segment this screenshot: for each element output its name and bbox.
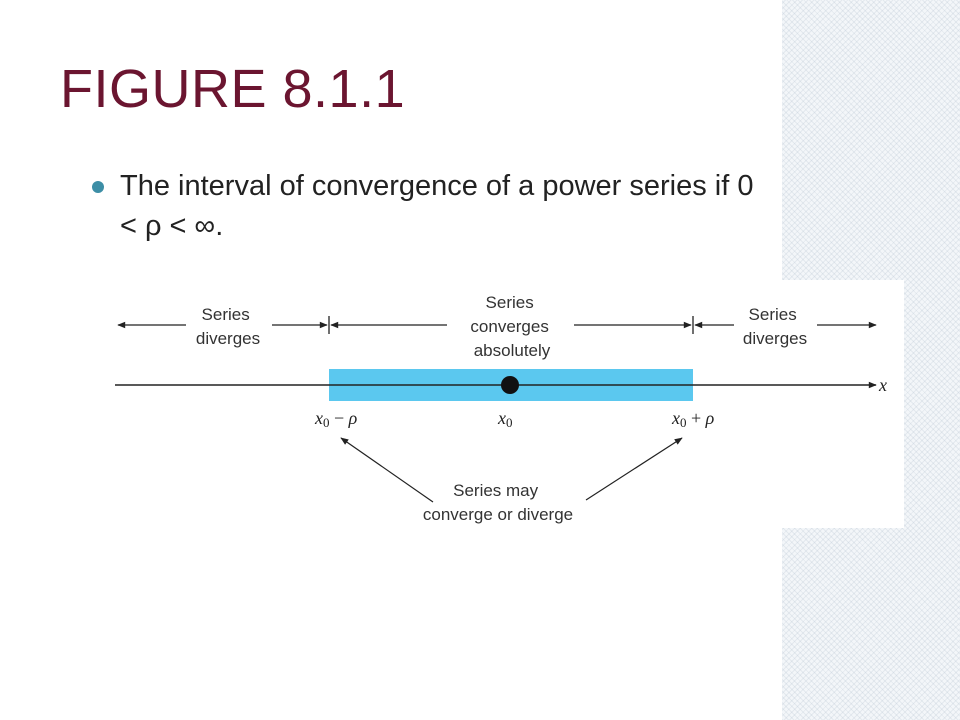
right-endpoint-label: x0 + ρ [671, 408, 715, 430]
endpoint-note-label: Series may converge or diverge [423, 481, 573, 524]
figure-box: x Series diverges Series converges absol… [100, 280, 904, 528]
slide-title: FIGURE 8.1.1 [60, 59, 406, 119]
interval-diagram: x Series diverges Series converges absol… [115, 293, 887, 524]
bullet-dot-icon [92, 181, 104, 193]
endpoint-note-arrow-right [585, 437, 683, 501]
left-endpoint-label: x0 − ρ [314, 408, 358, 430]
center-point [501, 376, 519, 394]
x-axis-label: x [878, 375, 887, 395]
center-symbol-label: x0 [497, 408, 513, 430]
bullet-item: The interval of convergence of a power s… [92, 166, 782, 246]
left-region-label: Series diverges [196, 305, 260, 348]
bullet-text: The interval of convergence of a power s… [120, 170, 754, 242]
center-region-label: Series converges absolutely [470, 293, 553, 360]
endpoint-note-arrow-left [340, 437, 434, 503]
right-region-label: Series diverges [743, 305, 807, 348]
